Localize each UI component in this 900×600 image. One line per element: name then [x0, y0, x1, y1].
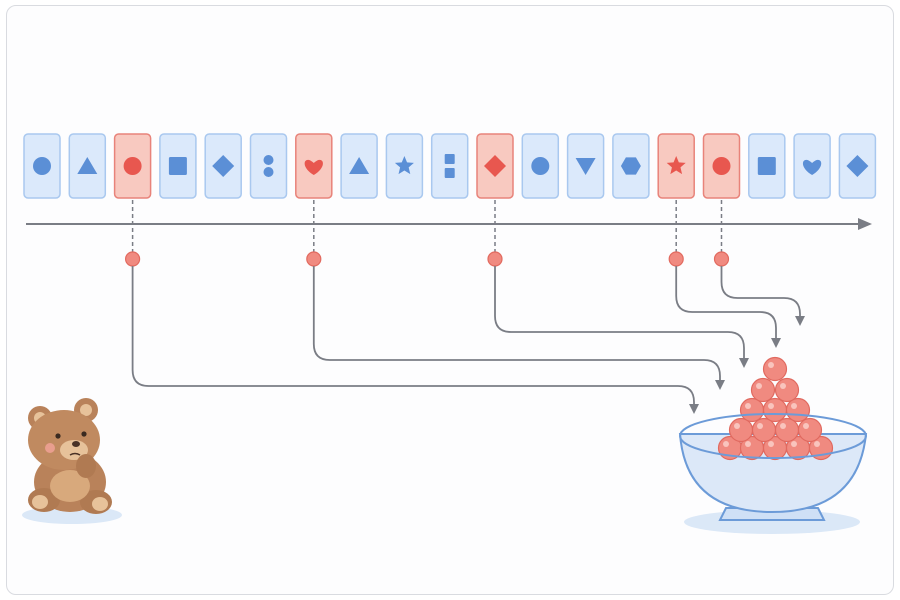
card-sequence: [23, 133, 877, 199]
triangle-icon: [77, 157, 98, 174]
sequence-card: [249, 133, 288, 199]
sequence-card: [295, 133, 333, 199]
hexagon-icon: [620, 157, 641, 175]
selection-connector: [713, 200, 805, 326]
circle-icon: [123, 157, 142, 175]
diamond-icon: [846, 155, 869, 177]
collected-ball: [774, 417, 800, 443]
circle-icon: [33, 157, 51, 175]
circle-icon: [531, 157, 550, 175]
sequence-card: [702, 133, 741, 199]
sequence-card: [657, 133, 695, 199]
triangle-icon: [349, 157, 370, 174]
heart-icon: [802, 159, 822, 175]
sequence-card: [838, 133, 877, 199]
collected-ball: [797, 417, 823, 443]
collected-ball: [728, 417, 754, 443]
square-icon: [757, 157, 776, 175]
selection-connectors: [125, 200, 805, 414]
sequence-card: [23, 133, 61, 199]
sequence-card: [521, 133, 560, 199]
sequence-card: [793, 133, 831, 199]
sequence-card: [113, 133, 152, 199]
star-icon: [666, 156, 686, 175]
collected-ball: [785, 397, 811, 423]
selection-dot: [125, 251, 141, 267]
sequence-card: [476, 133, 514, 199]
triangle-down-icon: [575, 158, 596, 175]
teddy-bear-icon: [22, 398, 122, 524]
square-icon: [168, 157, 187, 175]
selection-connector: [306, 200, 725, 390]
collected-ball: [762, 397, 788, 423]
selection-connector: [125, 200, 699, 414]
circle-icon: [712, 157, 731, 175]
sequence-card: [340, 133, 378, 199]
bowl-rim: [679, 413, 867, 459]
collected-ball: [762, 356, 788, 382]
sequence-card: [566, 133, 605, 199]
selection-dot: [306, 251, 322, 267]
collected-balls: [717, 356, 834, 461]
sequence-card: [430, 133, 469, 199]
selection-dot: [668, 251, 684, 267]
selection-dot: [487, 251, 503, 267]
star-icon: [394, 156, 414, 175]
sequence-card: [68, 133, 107, 199]
two-dots-icon: [263, 155, 274, 177]
two-squares-icon: [444, 154, 455, 178]
sequence-card: [385, 133, 424, 199]
sequence-card: [612, 133, 650, 199]
heart-icon: [304, 159, 323, 175]
collected-ball: [751, 417, 777, 443]
sequence-card: [204, 133, 242, 199]
selection-connector: [668, 200, 781, 348]
collected-ball: [774, 377, 800, 403]
diamond-icon: [484, 155, 506, 177]
collected-ball: [750, 377, 776, 403]
timeline-arrow: [26, 218, 872, 230]
diamond-icon: [212, 155, 235, 177]
collected-ball: [739, 397, 765, 423]
sequence-card: [748, 133, 786, 199]
selection-connector: [487, 200, 749, 368]
sequence-card: [159, 133, 197, 199]
selection-dot: [713, 251, 730, 267]
